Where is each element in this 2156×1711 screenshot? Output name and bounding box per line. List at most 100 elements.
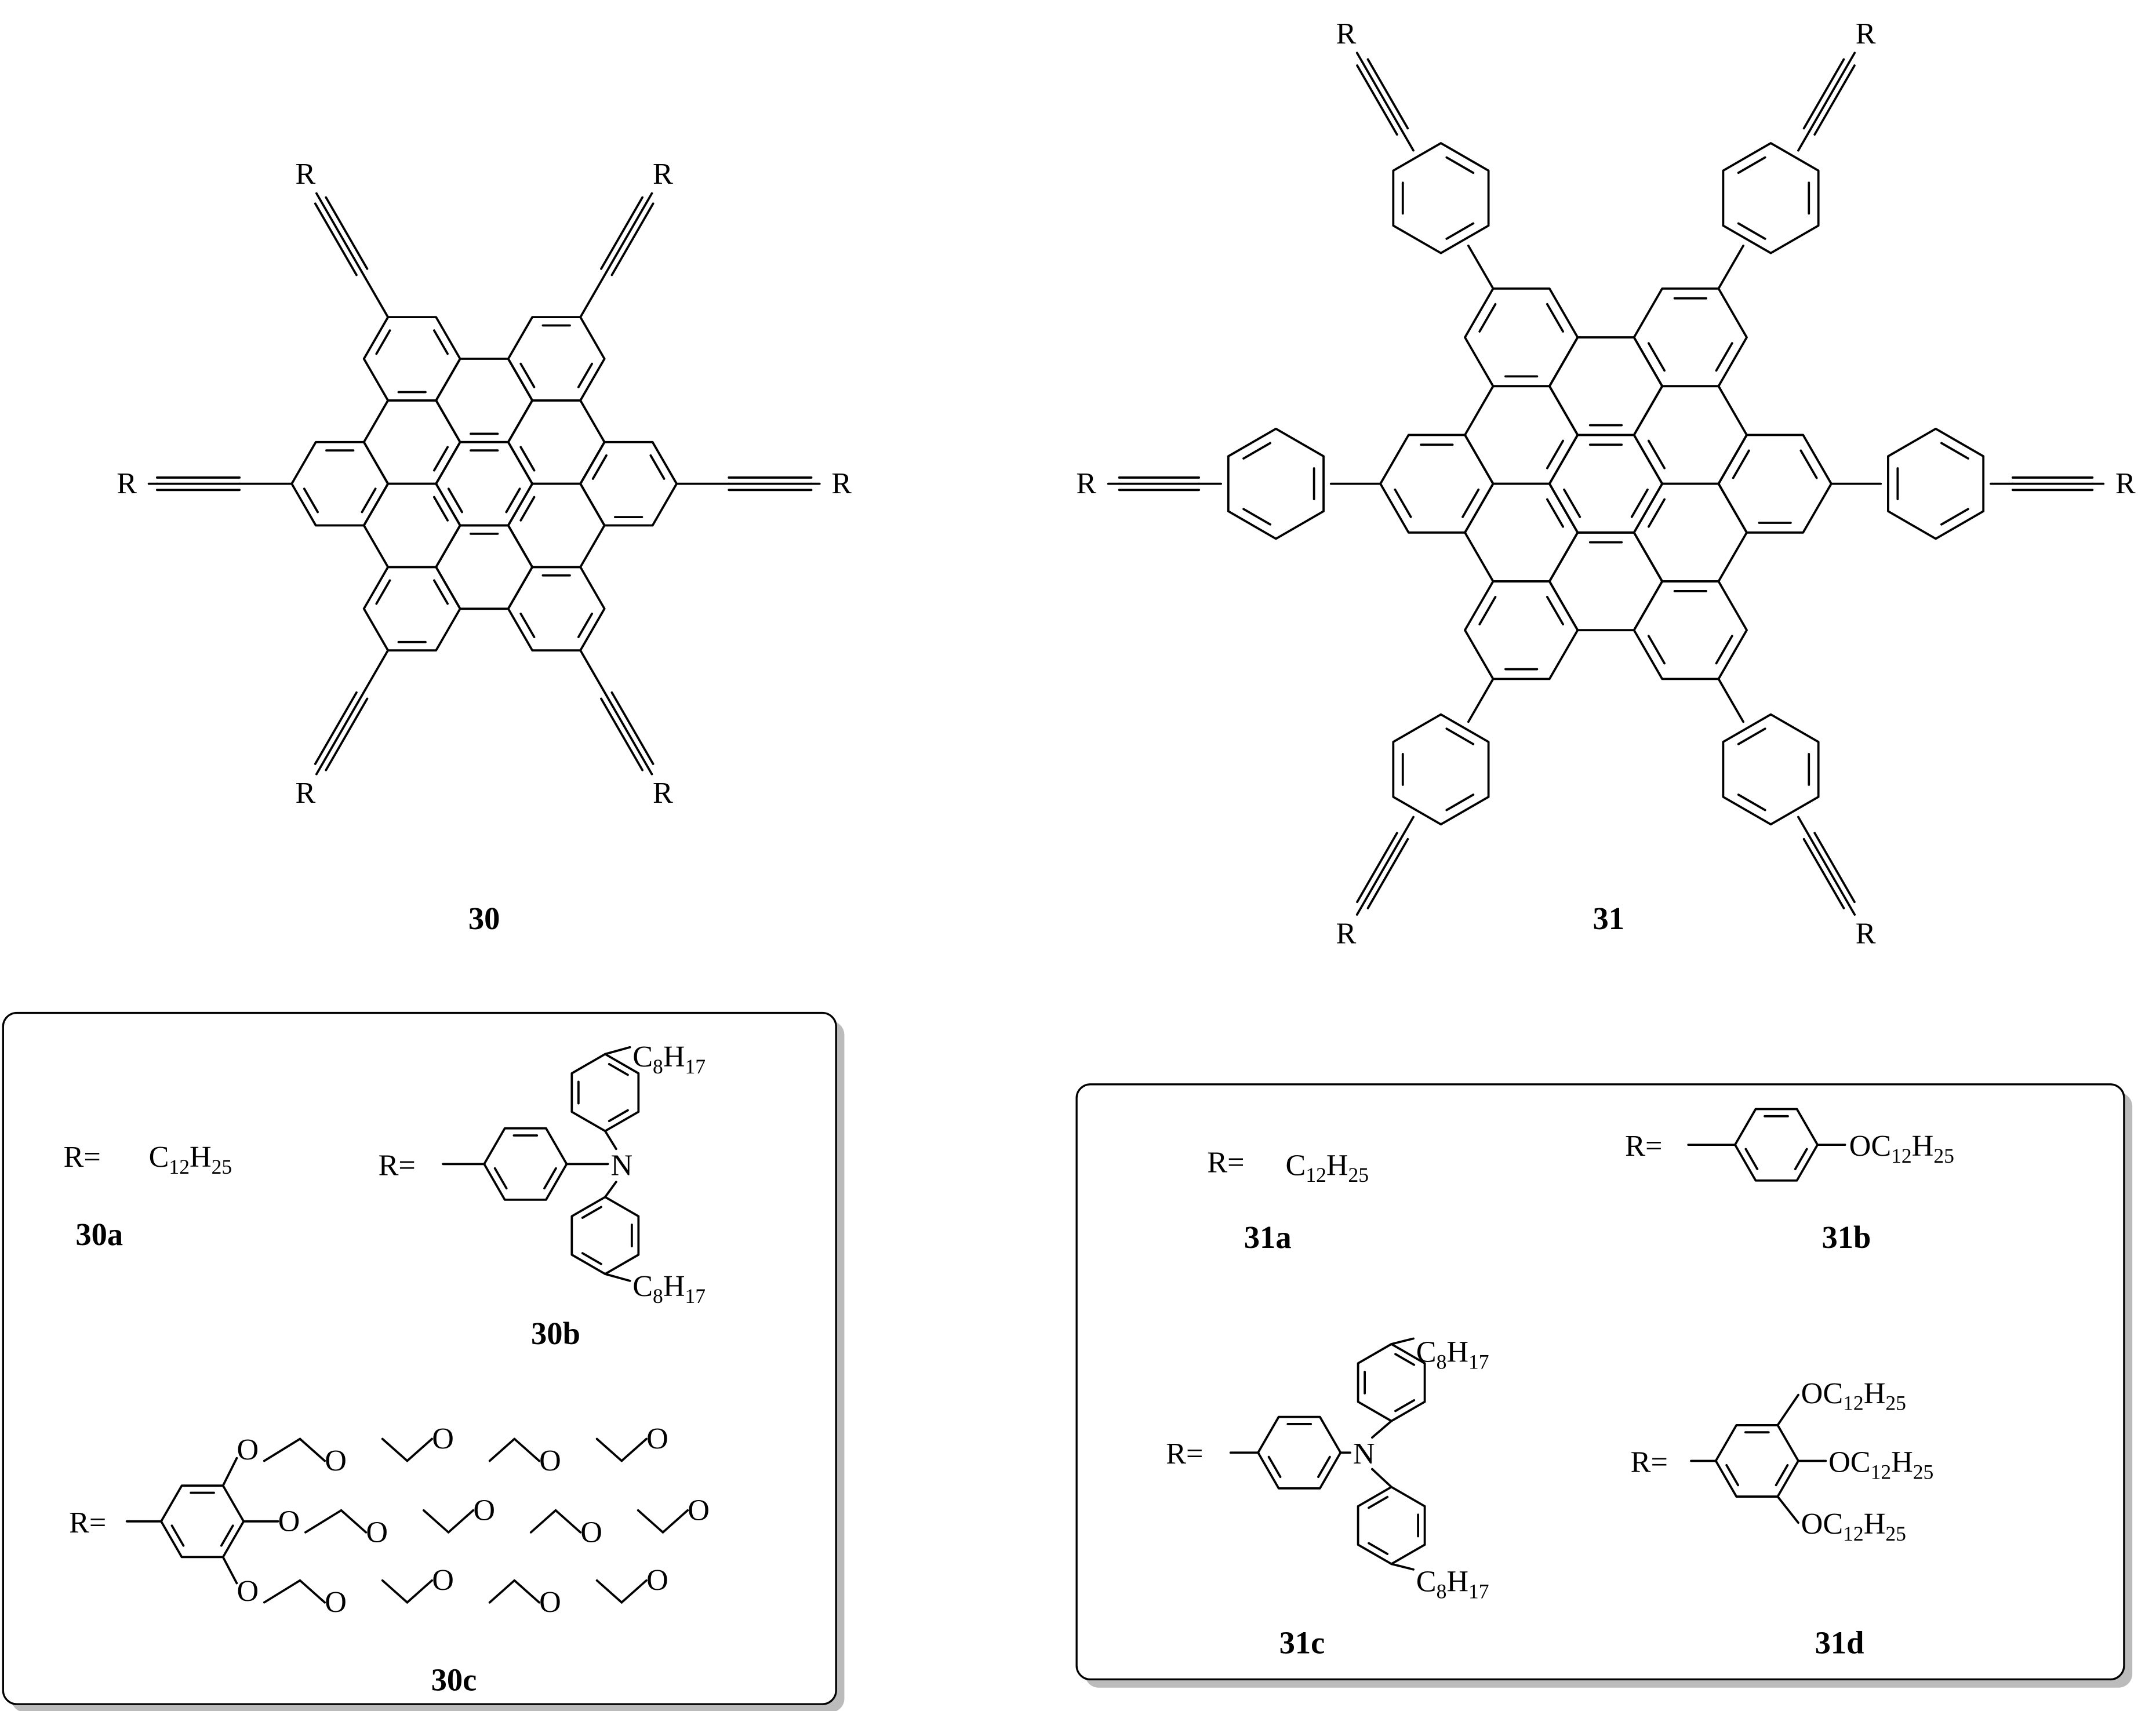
single-bond — [1776, 1393, 1799, 1426]
single-bond — [1848, 52, 1856, 64]
box-frame — [2, 1011, 837, 1705]
triple-bond — [1813, 832, 1856, 904]
double-bond-line — [1445, 156, 1475, 174]
single-bond — [603, 1181, 617, 1199]
triple-bond — [1802, 838, 1845, 909]
r-equals-30b: R= — [379, 1149, 416, 1182]
outer-ring — [1717, 434, 1833, 534]
double-bond-line — [519, 612, 536, 638]
triple-bond — [319, 199, 363, 274]
formula-30b-top: C8H17 — [632, 1040, 706, 1078]
double-bond-line — [432, 329, 449, 355]
outer-ring — [1464, 580, 1579, 680]
double-bond-line — [1242, 442, 1271, 460]
double-bond-line — [581, 1252, 602, 1265]
double-bond-line — [1732, 449, 1750, 479]
triple-bond — [325, 697, 369, 771]
double-bond-line — [1647, 635, 1666, 665]
chain-bond — [340, 1509, 368, 1534]
chain-bond — [513, 1437, 540, 1462]
single-bond — [1390, 1337, 1415, 1345]
triple-bond — [314, 691, 358, 765]
box-31-content — [1229, 1108, 1846, 1571]
outer-ring — [507, 566, 606, 651]
single-bond — [1717, 245, 1745, 290]
double-bond-line — [1725, 1464, 1739, 1487]
single-bond — [646, 192, 653, 202]
double-bond-line — [1630, 488, 1649, 518]
double-bond-line — [1546, 303, 1565, 333]
r-group-label: R — [296, 777, 316, 810]
oxygen-atom: O — [432, 1564, 454, 1597]
formula-30a: C12H25 — [149, 1141, 232, 1178]
n-atom-30b: N — [610, 1149, 632, 1182]
chain-bond — [488, 1579, 516, 1604]
substituent-box-31: R= C12H25 31a R= OC12H25 31b R= N C8H17 … — [1075, 1083, 2133, 1688]
double-bond-line — [432, 446, 449, 472]
outer-ring — [507, 316, 606, 402]
r-equals-30c: R= — [69, 1506, 106, 1539]
double-bond-line — [1737, 222, 1766, 240]
inner-ring — [1548, 336, 1664, 436]
double-bond-line — [375, 579, 391, 605]
inner-ring — [1633, 482, 1748, 583]
double-bond-line — [1394, 1353, 1416, 1366]
phenyl-ring — [483, 1127, 568, 1201]
single-bond — [1371, 1419, 1393, 1439]
chain-bond — [488, 1437, 516, 1462]
double-bond-line — [1775, 1464, 1789, 1487]
single-bond — [603, 1046, 631, 1055]
double-bond-line — [1546, 439, 1565, 469]
single-bond — [1717, 678, 1745, 723]
triple-bond — [605, 694, 649, 769]
label-31b: 31b — [1822, 1219, 1871, 1255]
r-group-label: R — [1336, 917, 1356, 950]
double-bond-line — [220, 1524, 234, 1547]
phenyl-ring — [1733, 1108, 1819, 1182]
oxygen-atom: O — [646, 1422, 668, 1455]
outer-ring — [1633, 287, 1748, 388]
r-equals-31b: R= — [1625, 1130, 1662, 1163]
oxygen-atom: O — [473, 1494, 495, 1527]
triple-bond — [1361, 835, 1404, 907]
double-bond-line — [432, 496, 449, 522]
single-bond — [221, 1457, 238, 1487]
triple-bond — [1813, 64, 1856, 136]
double-bond-line — [649, 454, 666, 480]
phenyl-ring — [1392, 142, 1490, 254]
triple-bond — [1356, 832, 1398, 904]
double-bond-line — [375, 329, 391, 355]
double-bond-line — [1317, 1455, 1331, 1479]
double-bond-line — [432, 579, 449, 605]
single-bond — [1401, 816, 1415, 838]
single-bond — [579, 649, 608, 697]
outer-ring — [579, 441, 678, 527]
double-bond-line — [608, 1109, 629, 1123]
label-30a: 30a — [75, 1217, 123, 1252]
double-bond-line — [170, 1524, 185, 1547]
oxygen-atom: O — [539, 1586, 561, 1619]
outer-ring — [1379, 434, 1495, 534]
chain-bond — [381, 1579, 409, 1604]
single-bond — [1467, 678, 1495, 723]
oxygen-atom: O — [580, 1516, 602, 1549]
double-bond-line — [1267, 1455, 1282, 1479]
inner-ring — [1464, 385, 1579, 485]
double-bond-line — [1715, 635, 1733, 665]
single-bond — [603, 1273, 631, 1282]
chain-bond — [513, 1579, 540, 1604]
single-bond — [1848, 904, 1856, 916]
double-bond-line — [543, 1167, 557, 1190]
single-bond — [603, 1130, 617, 1151]
oxygen-atom: O — [325, 1444, 347, 1477]
r-group-label: R — [1856, 17, 1876, 50]
inner-ring — [507, 482, 606, 569]
label-31c: 31c — [1279, 1625, 1325, 1660]
single-bond — [1797, 816, 1810, 838]
single-bond — [361, 649, 390, 697]
r-group-label: R — [1336, 17, 1356, 50]
inner-ring — [435, 524, 534, 610]
single-bond — [315, 766, 322, 776]
